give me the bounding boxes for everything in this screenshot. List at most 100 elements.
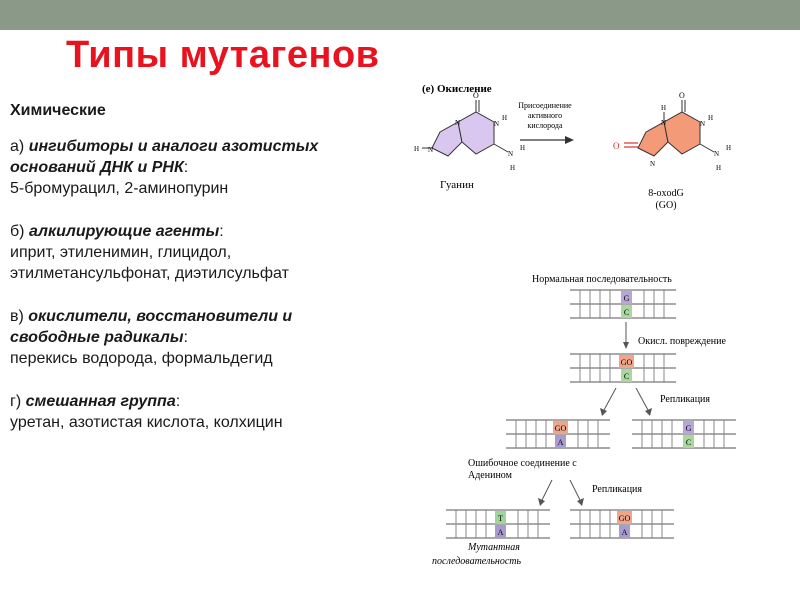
group-d: г) смешанная группа: уретан, азотистая к…	[10, 391, 380, 433]
arrow-right-2-head	[577, 498, 584, 506]
group-b-title: б) алкилирующие агенты	[10, 223, 219, 240]
arrow-left-1-head	[600, 408, 607, 416]
group-b: б) алкилирующие агенты: иприт, этиленими…	[10, 221, 380, 284]
dna-go-a-a: A	[558, 438, 564, 447]
oxodg-h2b: H	[716, 164, 721, 172]
group-a-prefix: а)	[10, 138, 25, 155]
oxodg-molecule: O O N H N N H N H H 8-oxodG (GO)	[613, 91, 731, 211]
arrow-right-1-head	[645, 408, 652, 416]
guanine-n1: N	[494, 120, 499, 128]
oxodg-n2: N	[714, 150, 719, 158]
dna-go-a-2-go-box	[617, 511, 632, 524]
group-a-name: ингибиторы и аналоги азотистых оснований…	[10, 138, 319, 176]
replication-label-1: Репликация	[660, 394, 710, 405]
replication-label-2: Репликация	[592, 484, 642, 495]
dna-go-a-a-box	[555, 435, 566, 448]
guanine-h2a: H	[520, 144, 525, 152]
group-a: а) ингибиторы и аналоги азотистых основа…	[10, 136, 380, 199]
oxodg-n7: N	[661, 119, 666, 127]
dna-go-a-2-go: GO	[619, 514, 631, 523]
guanine-n7: N	[455, 119, 460, 127]
guanine-h8: H	[414, 145, 419, 153]
dna-damaged-rungs	[579, 354, 665, 382]
group-d-colon: :	[175, 393, 181, 410]
group-b-examples: иприт, этиленимин, глицидол, этилметансу…	[10, 244, 289, 282]
group-d-name: смешанная группа	[25, 393, 176, 410]
group-c-name: окислители, восстановители и свободные р…	[10, 308, 293, 346]
oxodg-h1: H	[708, 114, 713, 122]
dna-damaged-c-box	[621, 369, 632, 382]
guanine-n9: N	[428, 146, 433, 154]
reaction-arrowhead	[565, 136, 574, 144]
dna-go-a-2-a: A	[622, 528, 628, 537]
guanine-imidazole-ring	[431, 121, 463, 157]
dna-repaired: G C	[632, 419, 736, 449]
group-d-prefix: г)	[10, 393, 22, 410]
group-d-title: г) смешанная группа	[10, 393, 176, 410]
mutant-line-2: последовательность	[432, 556, 522, 567]
group-a-examples: 5-бромурацил, 2-аминопурин	[10, 180, 229, 197]
dna-mutant-t-box	[495, 511, 506, 524]
guanine-h1: H	[502, 114, 507, 122]
section-heading: Химические	[10, 102, 106, 119]
guanine-n2: N	[508, 150, 513, 158]
dna-go-a-go: GO	[555, 424, 567, 433]
dna-go-a-2: GO A	[570, 509, 674, 539]
oxodg-label-2: (GO)	[655, 200, 676, 211]
group-b-prefix: б)	[10, 223, 25, 240]
dna-repaired-g: G	[686, 424, 692, 433]
guanine-label: Гуанин	[440, 179, 474, 191]
slide-title: Типы мутагенов	[66, 34, 380, 76]
oxodg-h7: H	[661, 104, 666, 112]
reaction-line-1: Присоединение	[518, 101, 572, 110]
guanine-pyrimidine-ring	[457, 111, 495, 155]
dna-mutant-a: A	[498, 528, 504, 537]
group-a-colon: :	[183, 159, 189, 176]
dna-go-a-go-box	[553, 421, 568, 434]
mutant-line-1: Мутантная	[467, 542, 520, 553]
group-c-prefix: в)	[10, 308, 24, 325]
oxodg-o8: O	[613, 141, 620, 151]
dna-mutant: T A	[446, 509, 550, 539]
dna-go-a-2-a-box	[619, 525, 630, 538]
group-a-title: а) ингибиторы и аналоги азотистых основа…	[10, 138, 318, 176]
dna-damaged-go-box	[619, 355, 634, 368]
arrow-left-2	[541, 479, 553, 501]
panel-label: (e) Окисление	[422, 83, 492, 95]
mispairing-line-1: Ошибочное соединение с	[468, 458, 577, 469]
dna-mutant-a-box	[495, 525, 506, 538]
group-c: в) окислители, восстановители и свободны…	[10, 306, 380, 369]
text-column: Химические а) ингибиторы и аналоги азоти…	[10, 100, 380, 455]
oxidative-damage-label: Окисл. повреждение	[638, 336, 727, 347]
group-b-name: алкилирующие агенты	[28, 223, 220, 240]
reaction-line-3: кислорода	[527, 121, 563, 130]
group-b-colon: :	[219, 223, 224, 240]
dna-normal-rungs	[579, 290, 665, 318]
normal-sequence-label: Нормальная последовательность	[532, 274, 672, 285]
arrow-left-1	[603, 387, 617, 411]
mispairing-line-2: Аденином	[468, 470, 513, 481]
top-bar	[0, 0, 800, 30]
group-c-title: в) окислители, восстановители и свободны…	[10, 308, 292, 346]
oxodg-imidazole-ring	[637, 121, 669, 157]
group-d-examples: уретан, азотистая кислота, колхицин	[10, 414, 283, 431]
dna-normal: G C	[570, 289, 676, 319]
dna-mutant-t: T	[498, 514, 503, 523]
oxodg-pyrimidine-ring	[663, 111, 701, 155]
guanine-molecule: O N N N H N H H H Гуанин	[414, 91, 525, 191]
arrow-right-2	[569, 479, 581, 501]
oxodg-n1: N	[700, 120, 705, 128]
dna-damaged-c: C	[624, 372, 629, 381]
arrow-left-2-head	[538, 498, 545, 506]
dna-damaged-go: GO	[621, 358, 633, 367]
dna-normal-c: C	[624, 308, 629, 317]
guanine-o: O	[473, 91, 479, 100]
dna-normal-g: G	[624, 294, 630, 303]
oxodg-nh2-bond	[699, 143, 715, 153]
arrow-right-1	[635, 387, 649, 411]
guanine-nh2-bond	[493, 143, 509, 153]
group-c-examples: перекись водорода, формальдегид	[10, 350, 273, 367]
reaction-line-2: активного	[528, 111, 562, 120]
dna-damaged: GO C	[570, 353, 676, 383]
dna-normal-g-box	[621, 291, 632, 304]
